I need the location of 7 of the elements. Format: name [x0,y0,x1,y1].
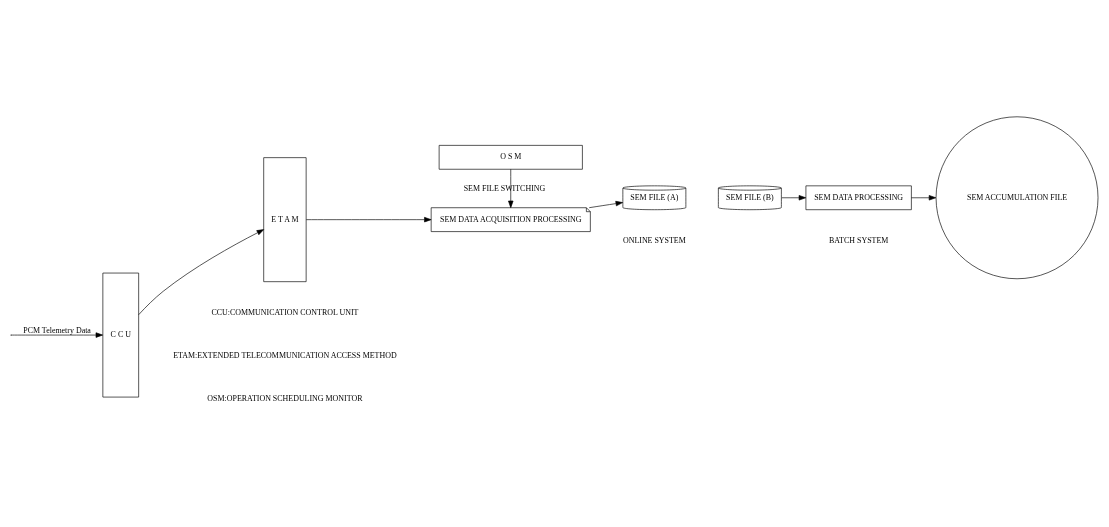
arrow [138,228,264,315]
arrow [508,168,514,208]
arrow [11,331,103,338]
arrow [305,216,432,222]
arrow [781,194,807,200]
arrow [911,194,937,200]
arrow [588,200,623,208]
